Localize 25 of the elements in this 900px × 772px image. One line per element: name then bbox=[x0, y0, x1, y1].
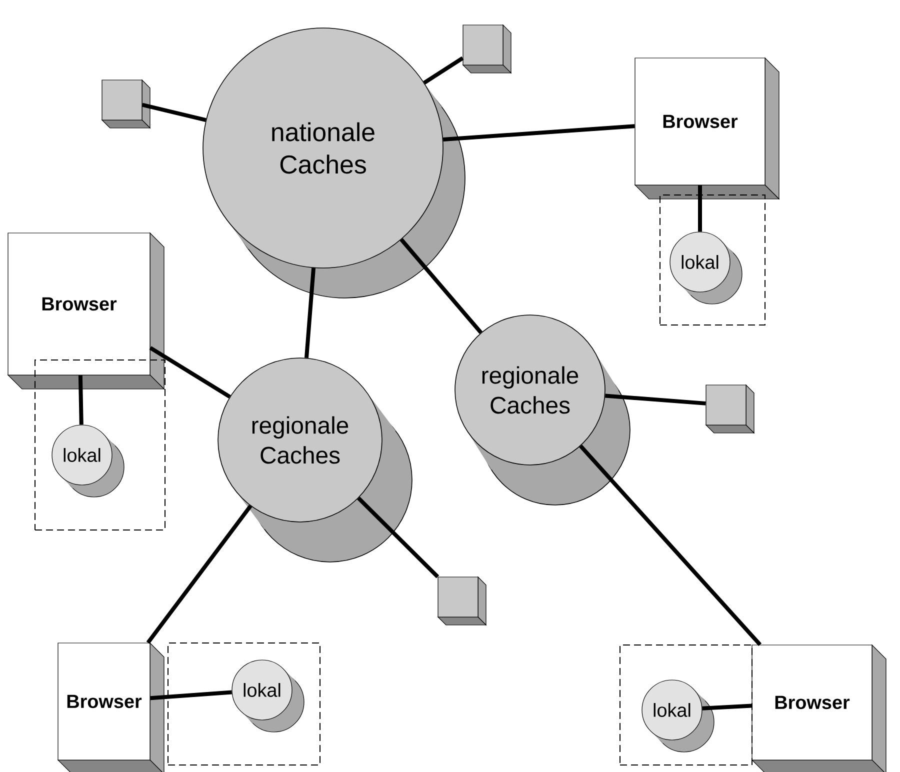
connector-line bbox=[149, 346, 231, 399]
connector-line bbox=[142, 102, 206, 122]
dashed-frame bbox=[34, 360, 166, 530]
dashed-frame bbox=[620, 644, 752, 766]
cache-cylinder: nationale Caches bbox=[202, 28, 466, 298]
connector-line bbox=[423, 56, 464, 85]
local-cache-cylinder: lokal bbox=[642, 680, 714, 752]
connector-line bbox=[78, 375, 84, 425]
connector-line bbox=[698, 185, 702, 232]
local-cache-cylinder: lokal bbox=[670, 232, 742, 304]
connector-line bbox=[400, 238, 483, 334]
connector-line bbox=[357, 496, 440, 578]
local-cache-cylinder: lokal bbox=[52, 424, 124, 498]
cache-cylinder: regionale Caches bbox=[454, 314, 630, 506]
dashed-frame bbox=[168, 642, 320, 766]
connector-line bbox=[304, 268, 316, 358]
connector-line bbox=[702, 704, 752, 710]
connector-line bbox=[442, 124, 635, 142]
connector-line bbox=[579, 444, 762, 646]
connector-line bbox=[146, 504, 252, 644]
connector-line bbox=[150, 690, 232, 700]
dashed-frame bbox=[660, 194, 766, 326]
connector-line bbox=[605, 394, 706, 406]
cache-cylinder: regionale Caches bbox=[218, 358, 412, 562]
local-cache-cylinder: lokal bbox=[232, 660, 304, 732]
